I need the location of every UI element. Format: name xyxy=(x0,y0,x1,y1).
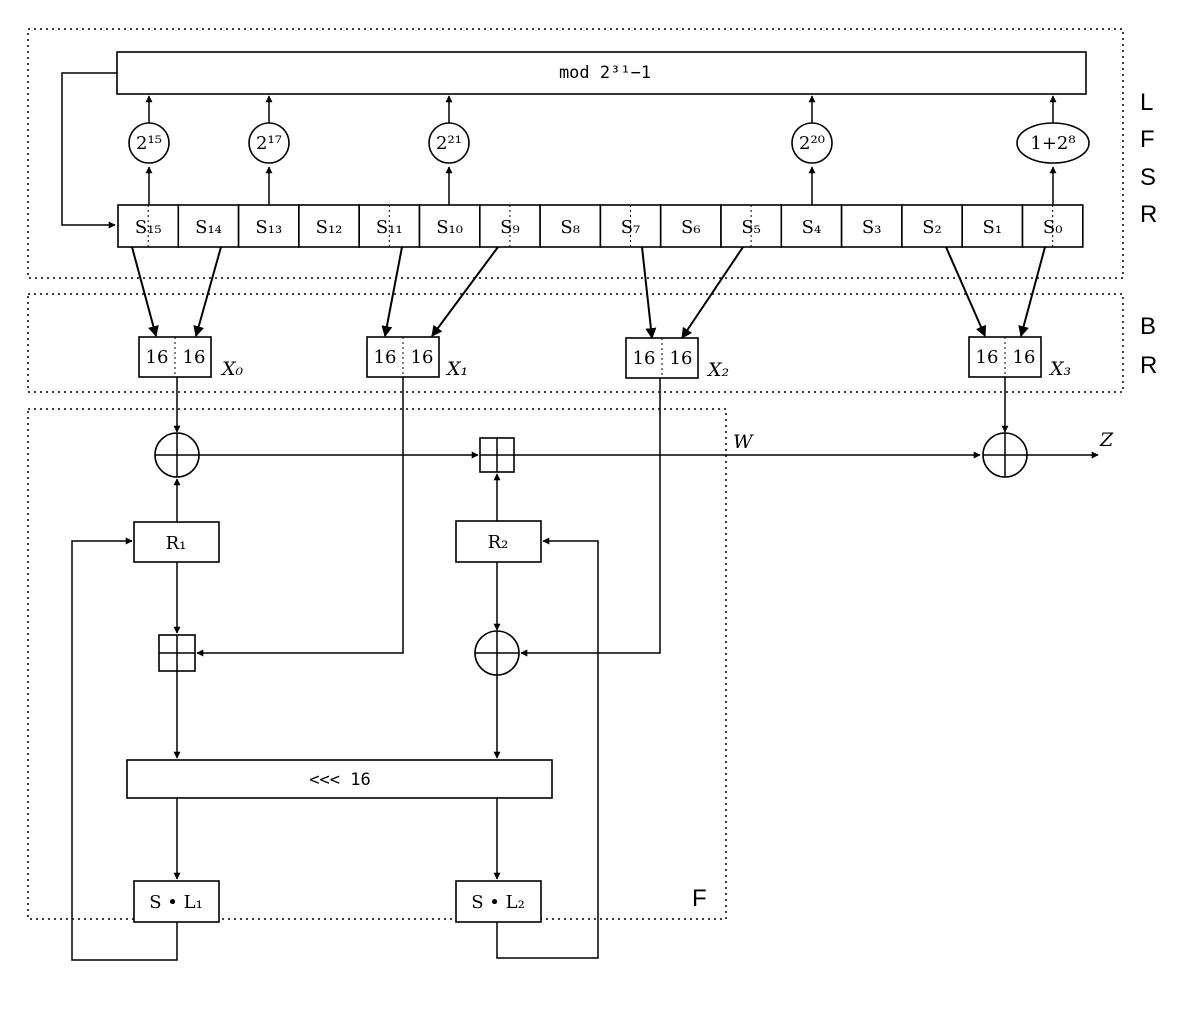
lfsr-cell-label-8: S₈ xyxy=(560,217,580,238)
arrow-s2-x3 xyxy=(945,246,987,338)
r2-label: R₂ xyxy=(488,532,509,553)
lfsr-letter-f: F xyxy=(1140,126,1155,153)
br-region xyxy=(27,293,1124,393)
lfsr-cell-label-6: S₆ xyxy=(681,217,701,238)
f-letter: F xyxy=(692,885,707,912)
lfsr-cell-label-7: S₇ xyxy=(621,217,641,238)
r2-box xyxy=(455,520,542,563)
x2-to-xor2 xyxy=(520,378,661,657)
tap-2-17-label: 2¹⁷ xyxy=(256,133,282,154)
f-region xyxy=(27,408,727,920)
lfsr-cells: S₁₅ S₁₄ S₁₃ S₁₂ S₁₁ S₁₀ S₉ S₈ S₇ S₆ S₅ S₄ S₃ S₂ S₁ S₀ xyxy=(117,204,1084,248)
lfsr-cell-label-14: S₁₄ xyxy=(195,217,222,238)
w-label: W xyxy=(733,431,754,453)
lfsr-cell-label-12: S₁₂ xyxy=(316,217,343,238)
x0-label: X₀ xyxy=(220,358,244,380)
r1-label: R₁ xyxy=(166,533,187,554)
tap-2-20-label: 2²⁰ xyxy=(799,133,825,154)
mod-label: mod 2³¹−1 xyxy=(559,63,651,83)
feedback-line xyxy=(61,72,117,229)
sl1-box xyxy=(133,880,220,923)
xor-icon-1 xyxy=(154,432,200,478)
br-x1-low: 16 xyxy=(411,347,434,368)
lfsr-cell-label-11: S₁₁ xyxy=(376,217,403,238)
feedback-sl2-r2 xyxy=(496,537,599,959)
br-x3-high: 16 xyxy=(976,347,999,368)
lfsr-cell-4 xyxy=(780,204,843,248)
br-letter-b: B xyxy=(1140,313,1156,340)
br-x2-low: 16 xyxy=(670,348,693,369)
br-x0-low: 16 xyxy=(183,347,206,368)
sl2-label: S • L₂ xyxy=(471,892,525,913)
arrow-s0-x3 xyxy=(1018,246,1046,338)
lfsr-cell-label-13: S₁₃ xyxy=(255,217,282,238)
br-letter-r: R xyxy=(1140,352,1157,379)
sl2-box xyxy=(455,880,542,923)
lfsr-letter-s: S xyxy=(1140,164,1156,191)
lfsr-cell-label-3: S₃ xyxy=(862,217,882,238)
br-x3-low: 16 xyxy=(1013,347,1036,368)
br-x2-high: 16 xyxy=(633,348,656,369)
modadd-icon-1 xyxy=(479,437,515,473)
lfsr-cell-label-4: S₄ xyxy=(802,217,822,238)
lfsr-cell-6 xyxy=(659,204,722,248)
x1-to-add2 xyxy=(196,377,404,657)
arrow-s11-x1 xyxy=(381,246,403,338)
br-x0-high: 16 xyxy=(146,347,169,368)
x2-label: X₂ xyxy=(706,359,729,381)
xor-icon-2 xyxy=(474,630,520,676)
z-label: Z xyxy=(1099,429,1114,451)
tap-2-15-label: 2¹⁵ xyxy=(136,133,162,154)
arrow-s7-x2 xyxy=(641,246,657,340)
arrow-s14-x0 xyxy=(193,246,222,338)
lfsr-cell-label-10: S₁₀ xyxy=(436,217,463,238)
br-x1-high: 16 xyxy=(374,347,397,368)
lfsr-cell-14 xyxy=(177,204,240,248)
feedback-sl1-r1 xyxy=(71,537,178,961)
sl1-label: S • L₁ xyxy=(149,892,203,913)
lfsr-cell-10 xyxy=(418,204,481,248)
lfsr-cell-label-1: S₁ xyxy=(983,217,1003,238)
r1-box xyxy=(133,521,220,563)
lfsr-letter-r: R xyxy=(1140,201,1157,228)
arrow-s15-x0 xyxy=(131,246,159,338)
lfsr-cell-8 xyxy=(539,204,602,248)
tap-2-21-label: 2²¹ xyxy=(436,133,462,154)
rotate-box xyxy=(126,759,553,799)
lfsr-letter-l: L xyxy=(1140,89,1153,116)
lfsr-cell-label-15: S₁₅ xyxy=(135,217,162,238)
tap-1-plus-2-8-label: 1+2⁸ xyxy=(1030,133,1075,154)
xor-icon-3 xyxy=(982,432,1028,478)
modadd-icon-2 xyxy=(158,634,196,672)
lfsr-region xyxy=(27,28,1124,279)
lfsr-cell-13 xyxy=(237,204,300,248)
lfsr-cell-label-5: S₅ xyxy=(741,217,761,238)
lfsr-cell-label-2: S₂ xyxy=(922,217,942,238)
lfsr-cell-label-0: S₀ xyxy=(1043,217,1063,238)
lfsr-cell-3 xyxy=(840,204,903,248)
x3-label: X₃ xyxy=(1048,358,1071,380)
lfsr-cell-label-9: S₉ xyxy=(500,217,520,238)
arrow-s5-x2 xyxy=(681,246,744,339)
x1-label: X₁ xyxy=(445,358,468,380)
rotate-label: <<< 16 xyxy=(309,770,370,790)
arrow-s9-x1 xyxy=(431,246,499,337)
